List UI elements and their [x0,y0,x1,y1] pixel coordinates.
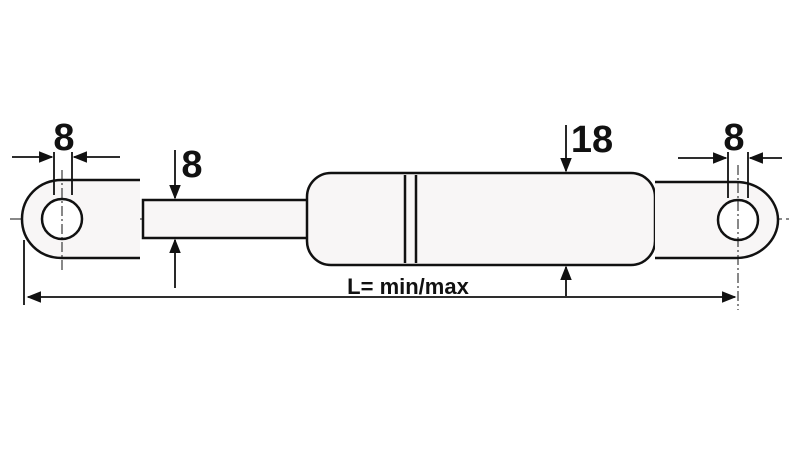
length-label: L= min/max [347,274,469,299]
right-end-fitting [655,180,780,260]
left-eye-dimension [12,151,120,195]
rod-diameter-label: 8 [181,144,202,186]
overall-length-dimension [23,240,737,305]
piston-rod [141,198,315,240]
right-eye-dimension [678,152,782,198]
right-eye-diameter-label: 8 [723,117,744,159]
left-eye-diameter-label: 8 [53,117,74,159]
body-diameter-label: 18 [571,119,613,161]
cylinder-body [305,171,657,267]
